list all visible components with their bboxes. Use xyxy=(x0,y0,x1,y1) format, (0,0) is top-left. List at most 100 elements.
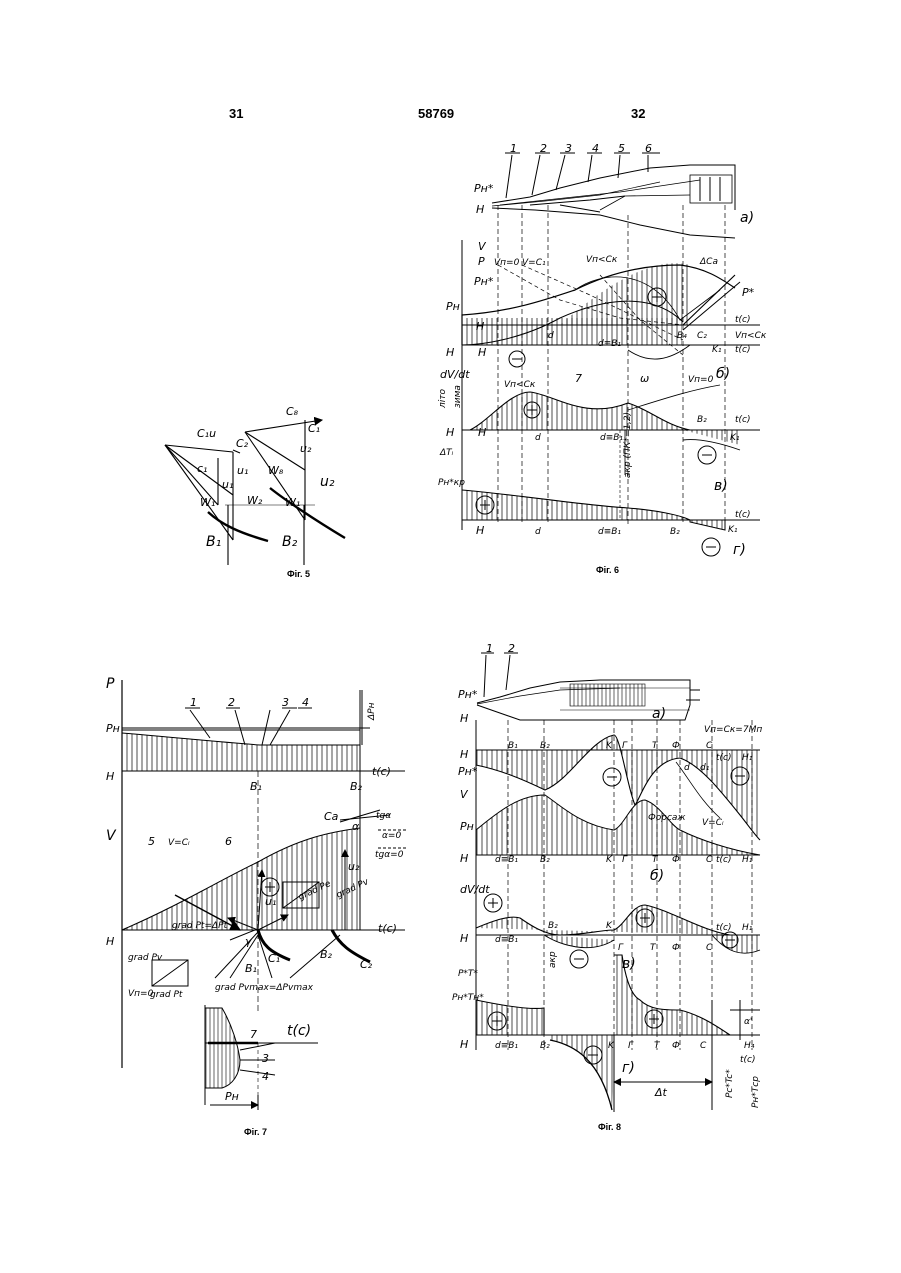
label-w2: W₂ xyxy=(247,494,263,507)
fig7-num-7: 7 xyxy=(250,1028,257,1041)
figure-label: H xyxy=(478,426,486,439)
fig7-num-4: 4 xyxy=(302,696,309,709)
figure-label: grad Pt=ΔPt xyxy=(172,921,228,931)
figure-label: B₂ xyxy=(697,415,707,425)
figure-label: dV/dt xyxy=(440,368,470,381)
figure-label: B₂ xyxy=(540,1041,550,1051)
figure-label: г) xyxy=(733,542,746,558)
figure-label: H xyxy=(106,935,114,948)
figure-label: T xyxy=(650,943,657,953)
figure-label: V xyxy=(460,788,469,801)
figure-label: t(c) xyxy=(735,315,751,325)
fig8-num-1: 1 xyxy=(486,642,493,655)
figure-label: Pн*Tср xyxy=(751,1076,761,1108)
figure-label: Δt xyxy=(654,1086,668,1099)
label-c1u: C₁u xyxy=(197,427,216,440)
label-b2: B₂ xyxy=(282,534,298,550)
fig6-num-3: 3 xyxy=(565,142,572,155)
figure-label: Г xyxy=(628,1041,634,1051)
figure-label: P* xyxy=(742,286,755,299)
label-c8: C₈ xyxy=(286,405,299,418)
figure-label: d≡B₁ xyxy=(495,1041,518,1051)
figure-label: B₂ xyxy=(670,527,680,537)
figure-label: Pн xyxy=(460,820,474,833)
fig5-diagram xyxy=(165,420,345,565)
figure-label: K₁ xyxy=(728,525,738,535)
figure-label: α' xyxy=(744,1017,752,1027)
fig7-num-5: 5 xyxy=(148,835,155,848)
figure-label: V xyxy=(106,828,117,844)
figure-label: K₁ xyxy=(730,433,740,443)
figure-label: H xyxy=(460,852,468,865)
figure-label: C₂ xyxy=(697,331,707,341)
figure-label: Vп=Cк=7Mп xyxy=(704,725,762,735)
figure-label: B₁ xyxy=(245,962,257,975)
figure-label: u₂ xyxy=(348,860,360,873)
figure-label: Vп<Cк xyxy=(735,331,767,341)
figure-label: t(c) xyxy=(716,923,732,933)
figure-label: d xyxy=(684,763,690,773)
figure-label: C xyxy=(706,741,713,751)
figure-label: Форсаж xyxy=(648,813,686,823)
figure-label: V=C₁ xyxy=(522,258,546,268)
figure-label: ω xyxy=(640,372,649,385)
figure-label: Г xyxy=(618,943,624,953)
figure-label: d≡B₁ xyxy=(495,855,518,865)
figure-label: ΔPн xyxy=(367,702,377,721)
figure-label: α xyxy=(352,820,360,833)
label-w1b: W₁ xyxy=(285,496,300,509)
figure-label: B₂ xyxy=(540,741,550,751)
figure-label: Ф xyxy=(672,1041,680,1051)
figure-label: C xyxy=(706,943,713,953)
figure-label: P*T* xyxy=(458,969,478,979)
label-c1b: C₁ xyxy=(308,422,320,435)
label-u2b: u₂ xyxy=(320,474,335,490)
figure-label: t(c) xyxy=(716,855,732,865)
figure-label: t(c) xyxy=(372,765,391,778)
figure-label: а) xyxy=(652,706,666,722)
figure-label: Vп=0 xyxy=(688,375,714,385)
figure-label: Vп=0 xyxy=(494,258,520,268)
figure-label: V=Cᵢ xyxy=(168,838,190,848)
figure-label: P xyxy=(106,676,115,692)
label-u1: u₁ xyxy=(237,464,248,477)
figure-label: H xyxy=(476,524,484,537)
fig7-num-3: 3 xyxy=(282,696,289,709)
figure-label: б) xyxy=(716,366,730,382)
figure-label: ΔTᵢ xyxy=(439,448,454,458)
figure-label: Pн*кр xyxy=(438,478,465,488)
figure-label: Pн xyxy=(446,300,460,313)
figure-label: d xyxy=(535,433,541,443)
fig6-num-1: 1 xyxy=(510,142,517,155)
figure-label: aкр xyxy=(548,951,558,968)
figure-label: Vп<Cк xyxy=(586,255,618,265)
figure-label: d≡B₁ xyxy=(598,339,621,349)
figure-label: d≡B₁ xyxy=(495,935,518,945)
figure-label: Pн xyxy=(106,722,120,735)
figure-label: C xyxy=(700,1041,707,1051)
figure-label: в) xyxy=(622,956,636,972)
fig6-num-4: 4 xyxy=(592,142,599,155)
figure-label: H xyxy=(106,770,114,783)
figure-label: α=0 xyxy=(382,831,401,841)
figure-label: г) xyxy=(622,1060,635,1076)
label-c2: C₂ xyxy=(236,437,249,450)
figure-label: tgα xyxy=(376,811,391,821)
figure-label: Pн* xyxy=(458,688,478,701)
figure-label: γ xyxy=(245,935,252,948)
figure-label: T xyxy=(654,1041,661,1051)
fig6-num-6: 6 xyxy=(645,142,652,155)
figure-label: Г xyxy=(622,855,628,865)
figure-label: B₄ xyxy=(677,331,687,341)
figure-label: H₁ xyxy=(742,923,753,933)
figure-label: P xyxy=(478,255,485,268)
figure-label: Pн xyxy=(225,1090,239,1103)
fig8-diagram xyxy=(476,653,760,1112)
figure-label: Pн* xyxy=(458,765,478,778)
label-w1: W₁ xyxy=(200,496,215,509)
figure-label: H xyxy=(446,346,454,359)
figure-label: а) xyxy=(740,210,754,226)
figure-label: B₂ xyxy=(540,855,550,865)
figure-label: H₄ xyxy=(744,1041,755,1051)
